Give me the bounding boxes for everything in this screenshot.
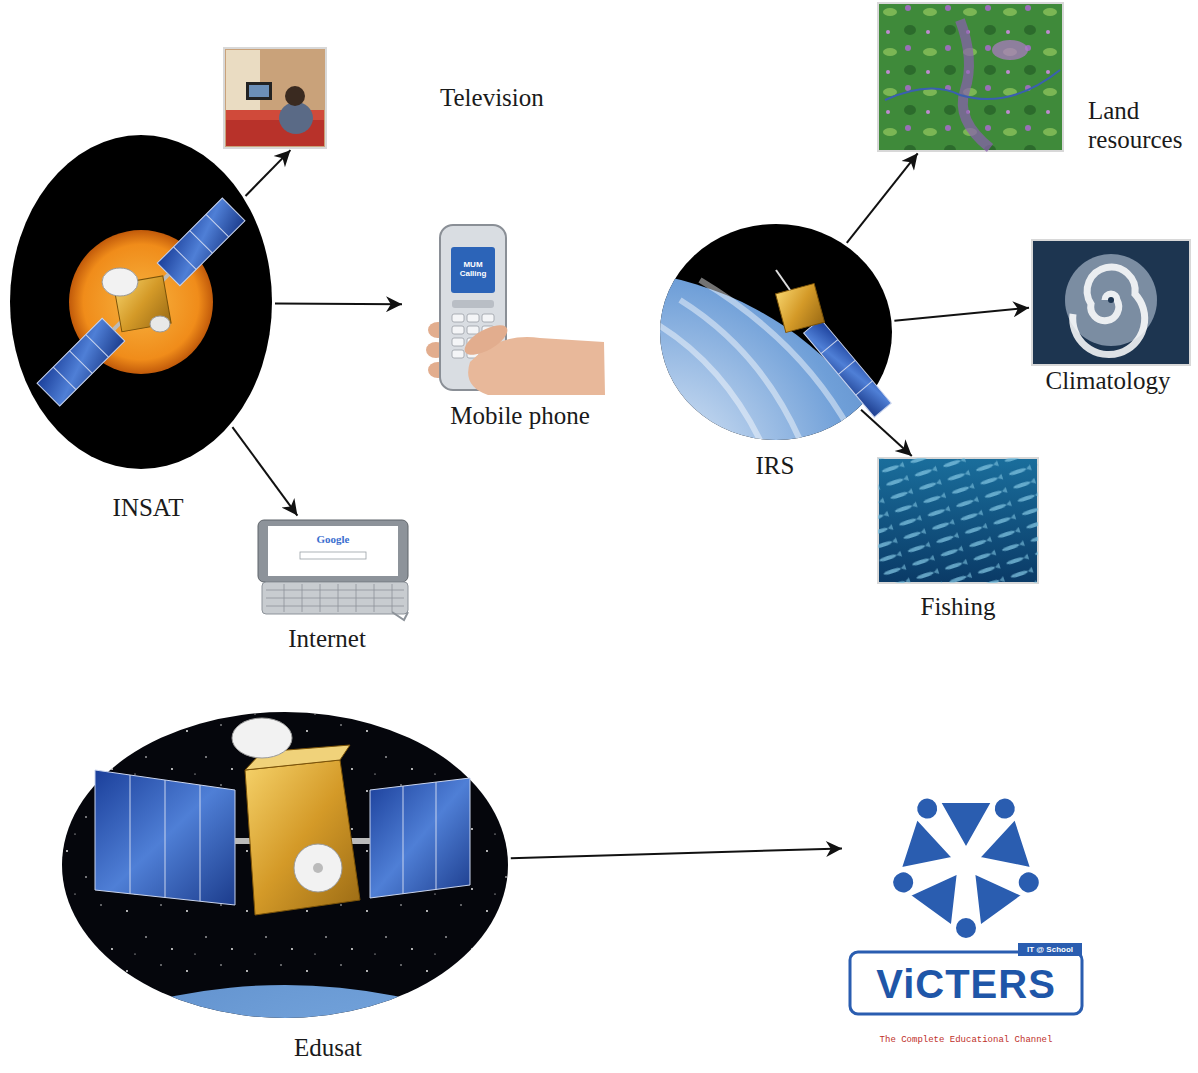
application-name: Television — [440, 84, 544, 113]
land-resources-image — [878, 3, 1063, 151]
application-name: Land resources — [1088, 97, 1198, 155]
logo-badge: IT @ School — [1027, 946, 1073, 954]
satellite-name: INSAT — [113, 494, 184, 523]
application-name: Climatology — [1046, 367, 1171, 396]
satellite-node: Edusat — [62, 712, 508, 1018]
television-photo — [224, 48, 326, 148]
phone-screen-text: MUM Calling — [454, 261, 492, 279]
internet-tablet — [258, 520, 408, 620]
logo-tagline: The Complete Educational Channel — [880, 1036, 1053, 1045]
browser-logo-text: Google — [317, 533, 350, 546]
application-name: Mobile phone — [450, 402, 590, 431]
satellite-node: IRS — [660, 224, 892, 440]
application-node: Land resources — [878, 3, 1063, 151]
victers-logo — [850, 793, 1082, 1014]
application-node: Mobile phone — [405, 222, 605, 397]
channel-logo-node: IT @ SchoolViCTERS The Complete Education… — [845, 785, 1090, 1050]
application-node: Television — [224, 48, 326, 148]
logo-wordmark: ViCTERS — [876, 964, 1056, 1004]
satellite-node: INSAT — [10, 135, 272, 470]
arrow-connector — [847, 153, 918, 242]
fish-school-image — [878, 458, 1038, 583]
arrow-connector — [861, 410, 912, 456]
arrow-connector — [246, 150, 291, 196]
satellite-name: IRS — [756, 452, 795, 481]
application-name: Internet — [288, 625, 366, 654]
arrow-connector — [275, 302, 402, 305]
edusat-satellite — [0, 712, 845, 1073]
arrow-connector — [894, 308, 1029, 321]
application-node: Fishing — [878, 458, 1038, 583]
arrow-connector — [232, 427, 297, 516]
satellite-name: Edusat — [294, 1034, 362, 1063]
application-name: Fishing — [920, 593, 995, 622]
insat-satellite — [10, 135, 272, 469]
application-node: Climatology — [1032, 240, 1190, 365]
mobile-phone-photo — [426, 225, 605, 395]
arrow-connector — [511, 848, 842, 858]
cyclone-image — [1032, 240, 1190, 365]
